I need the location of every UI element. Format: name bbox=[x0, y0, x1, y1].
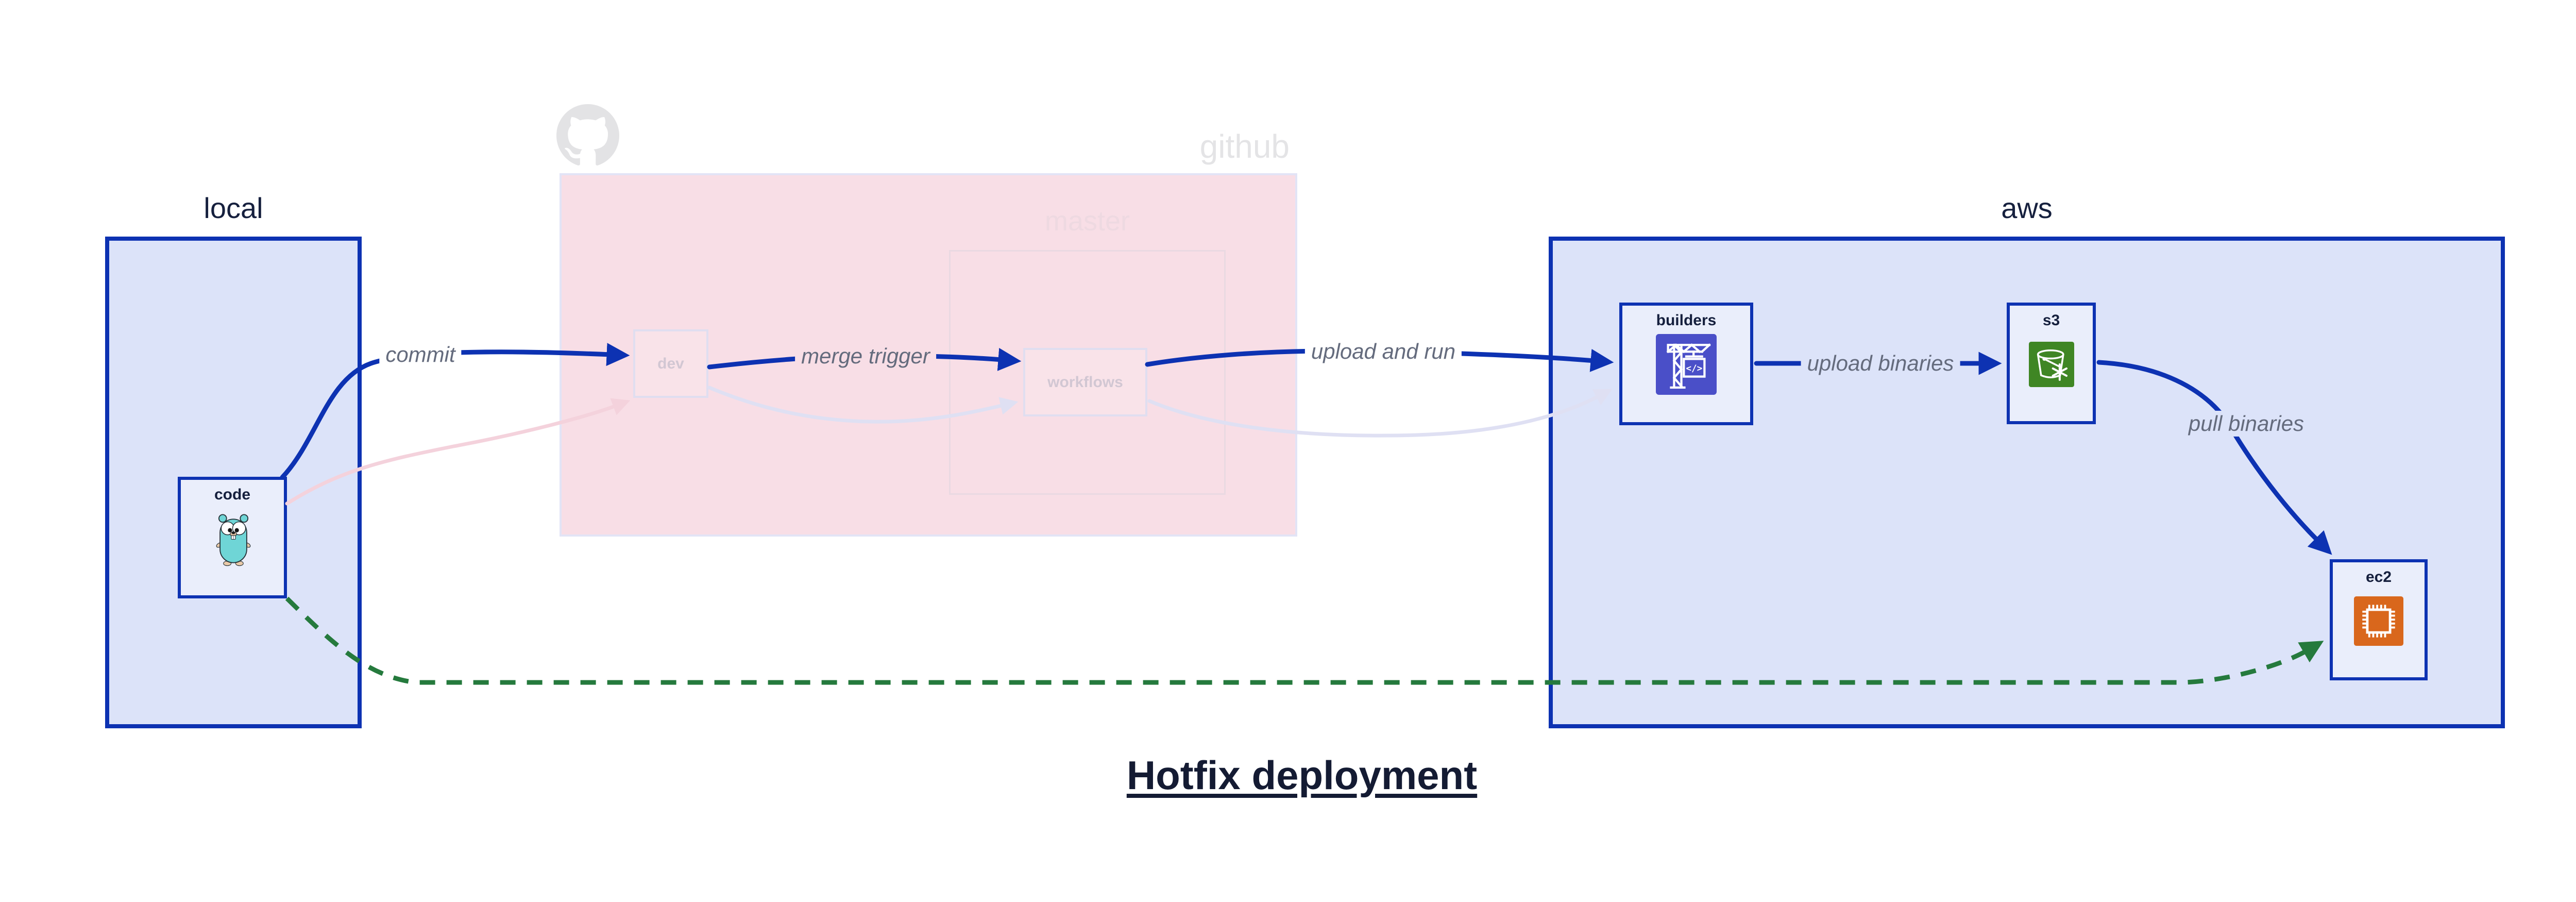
node-s3: s3 bbox=[2007, 303, 2096, 424]
aws-ec2-icon bbox=[2354, 596, 2403, 646]
go-gopher-icon bbox=[216, 514, 251, 566]
github-octocat-icon bbox=[556, 104, 619, 165]
node-dev-label: dev bbox=[657, 355, 684, 372]
local-container-label: local bbox=[204, 192, 263, 224]
node-code-label: code bbox=[214, 486, 251, 503]
edge-label-upload-binaries: upload binaries bbox=[1801, 350, 1960, 377]
node-workflows: workflows bbox=[1023, 348, 1147, 416]
aws-s3-glacier-icon bbox=[2029, 342, 2074, 387]
edge-label-pull-binaries: pull binaries bbox=[2182, 410, 2311, 437]
node-s3-label: s3 bbox=[2042, 312, 2060, 329]
page-title: Hotfix deployment bbox=[1126, 753, 1478, 798]
node-builders-label: builders bbox=[1656, 312, 1717, 329]
aws-codebuild-icon: </> bbox=[1656, 334, 1717, 395]
node-code: code bbox=[178, 477, 287, 598]
aws-container-label: aws bbox=[2001, 192, 2053, 224]
node-workflows-label: workflows bbox=[1047, 374, 1123, 391]
node-dev: dev bbox=[633, 329, 708, 398]
edge-label-merge-trigger: merge trigger bbox=[795, 343, 936, 370]
edge-label-commit: commit bbox=[379, 341, 462, 368]
node-builders: builders </> bbox=[1619, 303, 1753, 425]
master-container bbox=[949, 250, 1226, 495]
github-container-label: github bbox=[1199, 128, 1290, 165]
node-ec2-label: ec2 bbox=[2365, 569, 2392, 586]
node-ec2: ec2 bbox=[2330, 559, 2428, 680]
master-container-label: master bbox=[1044, 206, 1130, 237]
edge-label-upload-and-run: upload and run bbox=[1304, 338, 1462, 365]
codebuild-code-glyph: </> bbox=[1686, 364, 1702, 374]
